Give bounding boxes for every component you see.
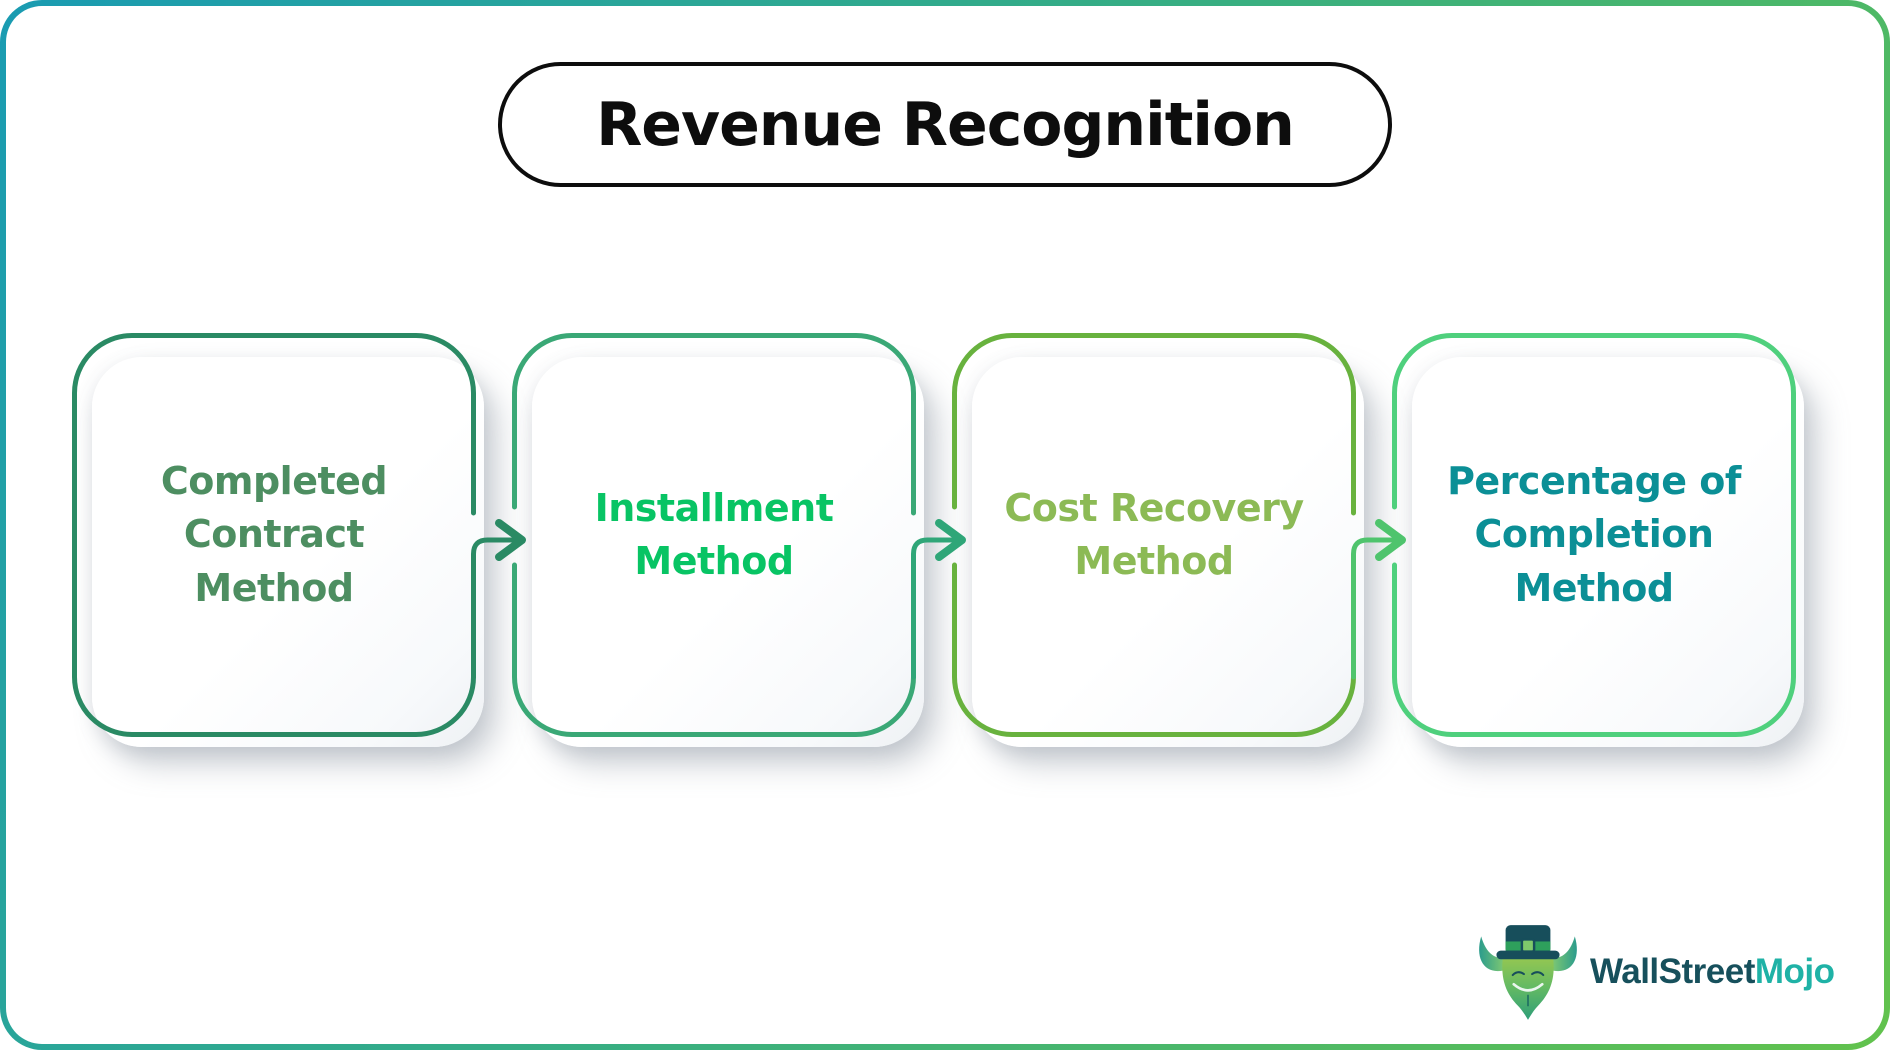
logo-text: WallStreetMojo	[1590, 952, 1835, 992]
flow-arrow	[1351, 537, 1399, 680]
method-card	[532, 357, 924, 747]
method-label: Percentage of Completion Method	[1447, 459, 1741, 610]
method-box-border	[1392, 333, 1796, 737]
method-box-border	[72, 333, 526, 737]
flow-arrow	[471, 537, 519, 680]
flow-arrow	[911, 537, 959, 680]
method-box-installment: Installment Method	[512, 333, 966, 747]
logo-text-wallstreet: WallStreet	[1590, 952, 1755, 991]
arrow-head-icon	[935, 519, 966, 561]
method-card	[1412, 357, 1804, 747]
page-title: Revenue Recognition	[498, 62, 1392, 187]
method-label: Completed Contract Method	[160, 459, 388, 610]
arrow-head-icon	[1375, 519, 1406, 561]
page-title-text: Revenue Recognition	[596, 89, 1295, 160]
bull-with-top-hat-icon	[1479, 925, 1577, 1020]
method-box-percentage-completion: Percentage of Completion Method	[1392, 333, 1804, 747]
method-box-border	[952, 333, 1406, 737]
logo-text-mojo: Mojo	[1754, 952, 1835, 991]
method-card	[972, 357, 1364, 747]
wallstreetmojo-logo: WallStreetMojo	[1472, 916, 1835, 1028]
arrow-head-icon	[495, 519, 526, 561]
method-box-cost-recovery: Cost Recovery Method	[952, 333, 1406, 747]
method-box-border	[512, 333, 966, 737]
method-label: Installment Method	[594, 485, 834, 583]
method-label: Cost Recovery Method	[1004, 485, 1304, 583]
method-box-completed-contract: Completed Contract Method	[72, 333, 526, 747]
method-card	[92, 357, 484, 747]
